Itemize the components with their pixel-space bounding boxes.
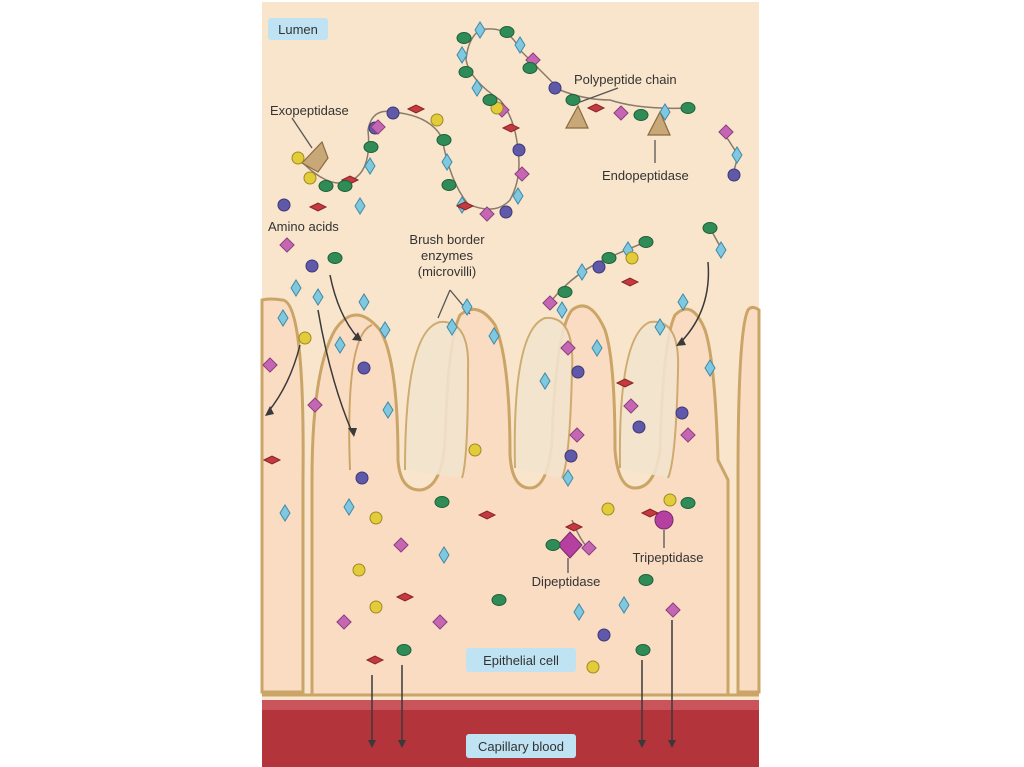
- capillary-highlight: [262, 700, 759, 710]
- green-oval-icon: [397, 645, 411, 656]
- green-oval-icon: [681, 498, 695, 509]
- green-oval-icon: [703, 223, 717, 234]
- purple-circle-icon: [572, 366, 584, 378]
- purple-circle-icon: [728, 169, 740, 181]
- yellow-circle-icon: [626, 252, 638, 264]
- purple-circle-icon: [387, 107, 399, 119]
- green-oval-icon: [639, 237, 653, 248]
- brush-border-label-line2: enzymes: [421, 248, 474, 263]
- yellow-circle-icon: [353, 564, 365, 576]
- yellow-circle-icon: [370, 601, 382, 613]
- brush-border-label-line1: Brush border: [409, 232, 485, 247]
- purple-circle-icon: [565, 450, 577, 462]
- green-oval-icon: [457, 33, 471, 44]
- polypeptide-chain-label: Polypeptide chain: [574, 72, 677, 87]
- tripeptidase-label: Tripeptidase: [632, 550, 703, 565]
- green-oval-icon: [492, 595, 506, 606]
- purple-circle-icon: [278, 199, 290, 211]
- yellow-circle-icon: [299, 332, 311, 344]
- green-oval-icon: [437, 135, 451, 146]
- purple-circle-icon: [676, 407, 688, 419]
- green-oval-icon: [328, 253, 342, 264]
- green-oval-icon: [500, 27, 514, 38]
- purple-circle-icon: [306, 260, 318, 272]
- green-oval-icon: [435, 497, 449, 508]
- green-oval-icon: [634, 110, 648, 121]
- green-oval-icon: [639, 575, 653, 586]
- green-oval-icon: [636, 645, 650, 656]
- purple-circle-icon: [513, 144, 525, 156]
- green-oval-icon: [566, 95, 580, 106]
- green-oval-icon: [558, 287, 572, 298]
- yellow-circle-icon: [431, 114, 443, 126]
- purple-circle-icon: [633, 421, 645, 433]
- brush-border-label-line3: (microvilli): [418, 264, 477, 279]
- endopeptidase-label: Endopeptidase: [602, 168, 689, 183]
- amino-acids-label: Amino acids: [268, 219, 339, 234]
- yellow-circle-icon: [304, 172, 316, 184]
- purple-circle-icon: [593, 261, 605, 273]
- green-oval-icon: [523, 63, 537, 74]
- green-oval-icon: [459, 67, 473, 78]
- green-oval-icon: [483, 95, 497, 106]
- purple-circle-icon: [358, 362, 370, 374]
- green-oval-icon: [364, 142, 378, 153]
- purple-circle-icon: [356, 472, 368, 484]
- green-oval-icon: [442, 180, 456, 191]
- exopeptidase-label: Exopeptidase: [270, 103, 349, 118]
- green-oval-icon: [319, 181, 333, 192]
- dipeptidase-label: Dipeptidase: [532, 574, 601, 589]
- green-oval-icon: [681, 103, 695, 114]
- purple-circle-icon: [549, 82, 561, 94]
- epithelial-cell-label: Epithelial cell: [483, 653, 559, 668]
- yellow-circle-icon: [664, 494, 676, 506]
- epithelial-cell-right: [738, 308, 759, 693]
- yellow-circle-icon: [469, 444, 481, 456]
- green-oval-icon: [338, 181, 352, 192]
- purple-circle-icon: [500, 206, 512, 218]
- green-oval-icon: [602, 253, 616, 264]
- yellow-circle-icon: [587, 661, 599, 673]
- yellow-circle-icon: [602, 503, 614, 515]
- yellow-circle-icon: [370, 512, 382, 524]
- capillary-blood-label: Capillary blood: [478, 739, 564, 754]
- lumen-label: Lumen: [278, 22, 318, 37]
- purple-circle-icon: [598, 629, 610, 641]
- yellow-circle-icon: [292, 152, 304, 164]
- green-oval-icon: [546, 540, 560, 551]
